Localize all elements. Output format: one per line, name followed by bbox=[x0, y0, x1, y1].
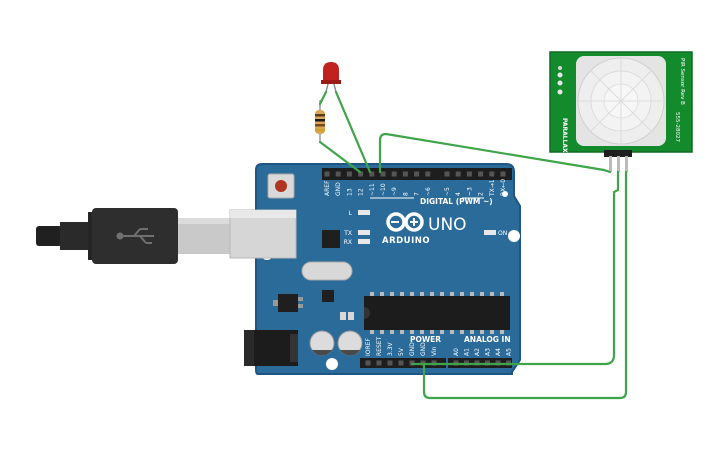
crystal-oscillator bbox=[301, 261, 353, 281]
power-socket[interactable] bbox=[398, 360, 404, 366]
svg-text:L: L bbox=[349, 210, 353, 217]
arduino-brand-label: ARDUINO bbox=[382, 236, 430, 246]
power-pin-label: 5V bbox=[398, 347, 405, 356]
capacitor bbox=[309, 330, 335, 356]
reset-button[interactable] bbox=[267, 173, 295, 199]
digital-pin-label: TX→1 bbox=[489, 179, 496, 197]
digital-pin-label: ~10 bbox=[380, 183, 387, 196]
power-pin-label: 3.3V bbox=[387, 341, 394, 356]
power-socket[interactable] bbox=[387, 360, 393, 366]
pir-sensor[interactable]: PARALLAX PIR Sensor Rev B 555-28027 bbox=[549, 51, 693, 172]
led-on-indicator: ON bbox=[484, 230, 507, 237]
digital-pin-socket[interactable] bbox=[489, 171, 495, 177]
digital-pin-socket[interactable] bbox=[425, 171, 431, 177]
analog-pin-label: A2 bbox=[474, 348, 481, 356]
red-led[interactable] bbox=[321, 62, 341, 93]
usb-chip bbox=[322, 230, 340, 248]
small-chip bbox=[322, 290, 334, 302]
svg-text:ON: ON bbox=[498, 230, 507, 237]
resistor[interactable] bbox=[315, 100, 325, 142]
digital-pin-socket[interactable] bbox=[444, 171, 450, 177]
wire-led-pin13 bbox=[334, 90, 372, 174]
pir-label-part: 555-28027 bbox=[674, 112, 680, 142]
led-rx-indicator: RX bbox=[344, 239, 370, 246]
digital-pin-socket[interactable] bbox=[478, 171, 484, 177]
analog-pin-label: A1 bbox=[464, 348, 471, 356]
analog-pin-label: A3 bbox=[485, 348, 492, 356]
svg-text:RX: RX bbox=[344, 239, 352, 246]
digital-pin-socket[interactable] bbox=[466, 171, 472, 177]
digital-pin-label: 7 bbox=[414, 192, 421, 196]
power-pin-label: GND bbox=[420, 342, 427, 356]
digital-pin-label: ~6 bbox=[425, 187, 432, 196]
digital-pin-label: AREF bbox=[324, 180, 331, 196]
usb-symbol-icon bbox=[116, 228, 154, 244]
capacitor bbox=[337, 330, 363, 356]
digital-pin-label: 2 bbox=[478, 192, 485, 196]
digital-pin-socket[interactable] bbox=[358, 171, 364, 177]
digital-pin-socket[interactable] bbox=[324, 171, 330, 177]
digital-pin-socket[interactable] bbox=[500, 171, 506, 177]
analog-pin-label: A0 bbox=[453, 348, 460, 356]
analog-pin-label: A5 bbox=[506, 348, 513, 356]
digital-pin-socket[interactable] bbox=[335, 171, 341, 177]
analog-header-label: ANALOG IN bbox=[464, 335, 511, 344]
digital-header-label: DIGITAL (PWM ~) bbox=[420, 197, 493, 206]
wire-pir-pin12 bbox=[378, 132, 612, 174]
digital-pin-label: RX←0 bbox=[500, 179, 507, 196]
wire-pir-5v bbox=[410, 170, 620, 366]
digital-pin-label: GND bbox=[335, 182, 342, 196]
pir-label-right: PIR Sensor Rev B bbox=[679, 58, 685, 105]
arduino-infinity-logo-icon bbox=[386, 212, 424, 232]
power-pin-label: Vin bbox=[431, 346, 438, 356]
led-l-indicator: L bbox=[349, 210, 370, 217]
digital-pin-label: ~9 bbox=[391, 187, 398, 196]
mounting-hole bbox=[502, 191, 508, 197]
power-pin-label: IOREF bbox=[365, 338, 372, 356]
dc-power-jack bbox=[244, 330, 298, 366]
digital-pin-socket[interactable] bbox=[455, 171, 461, 177]
digital-pin-label: 12 bbox=[358, 188, 365, 196]
digital-pin-socket[interactable] bbox=[402, 171, 408, 177]
wire-led-gnd bbox=[318, 90, 328, 106]
wires bbox=[318, 90, 628, 400]
led-tx-indicator: TX bbox=[343, 230, 370, 237]
digital-pin-socket[interactable] bbox=[369, 171, 375, 177]
power-socket[interactable] bbox=[365, 360, 371, 366]
digital-pin-label: 4 bbox=[455, 192, 462, 196]
arduino-uno-board[interactable]: L TX RX ON ARDUINO UNO AREF GND 13 12 ~11 bbox=[229, 163, 521, 375]
power-pin-label: GND bbox=[409, 342, 416, 356]
digital-pin-label: ~11 bbox=[369, 183, 376, 196]
analog-pin-label: A4 bbox=[495, 348, 502, 356]
mounting-hole bbox=[326, 358, 338, 370]
digital-pin-socket[interactable] bbox=[414, 171, 420, 177]
digital-pin-label: 13 bbox=[346, 188, 353, 196]
pir-label-left: PARALLAX bbox=[561, 118, 568, 153]
svg-text:TX: TX bbox=[343, 230, 352, 237]
power-header-label: POWER bbox=[410, 335, 441, 344]
digital-pin-label: 8 bbox=[402, 192, 409, 196]
voltage-regulator bbox=[273, 294, 303, 312]
power-socket[interactable] bbox=[376, 360, 382, 366]
digital-pin-socket[interactable] bbox=[380, 171, 386, 177]
usb-cable[interactable] bbox=[36, 208, 230, 264]
arduino-model-label: UNO bbox=[428, 215, 467, 235]
wire-pir-gnd bbox=[422, 170, 628, 400]
atmega-microcontroller bbox=[364, 292, 510, 334]
mounting-hole bbox=[508, 230, 520, 242]
digital-pin-socket[interactable] bbox=[391, 171, 397, 177]
digital-pin-label: ~5 bbox=[444, 187, 451, 196]
power-pin-label: RESET bbox=[376, 336, 383, 356]
digital-pin-label: ~3 bbox=[466, 187, 473, 196]
digital-pin-socket[interactable] bbox=[346, 171, 352, 177]
